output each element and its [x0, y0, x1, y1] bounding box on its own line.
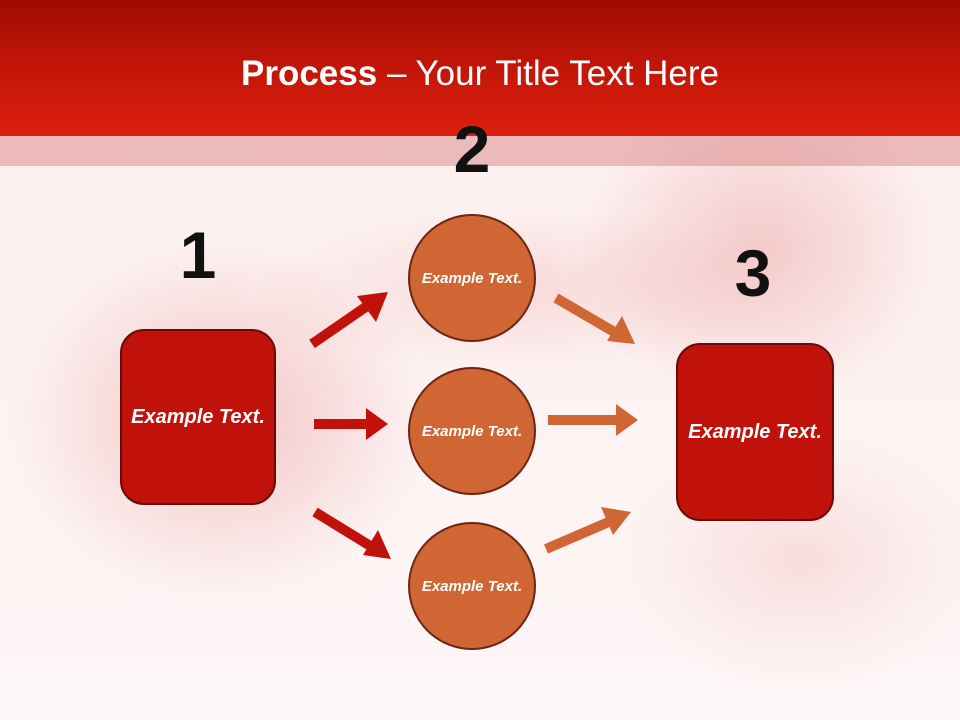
- slide-title: Process – Your Title Text Here: [0, 52, 960, 96]
- title-rest: – Your Title Text Here: [377, 54, 719, 93]
- step-2-circle-top: Example Text.: [408, 214, 536, 342]
- step-number-1: 1: [179, 218, 217, 292]
- circle-middle-text: Example Text.: [421, 422, 523, 440]
- step-1-box: Example Text.: [120, 329, 276, 505]
- title-bar-band: [0, 136, 960, 166]
- arrow-box1-to-circle-bottom: [312, 507, 391, 559]
- arrow-circle-middle-to-box3: [548, 404, 638, 436]
- step-1-box-text: Example Text.: [131, 405, 265, 428]
- arrow-circle-top-to-box3: [553, 293, 635, 344]
- step-2-circle-middle: Example Text.: [408, 367, 536, 495]
- step-number-3: 3: [734, 236, 772, 310]
- step-3-box-text: Example Text.: [688, 420, 822, 443]
- step-2-circle-bottom: Example Text.: [408, 522, 536, 650]
- circle-top-text: Example Text.: [421, 269, 523, 287]
- step-number-2: 2: [453, 112, 491, 186]
- circle-bottom-text: Example Text.: [421, 577, 523, 595]
- arrow-box1-to-circle-top: [309, 292, 388, 349]
- title-bar: [0, 0, 960, 136]
- arrow-circle-bottom-to-box3: [544, 507, 631, 554]
- step-3-box: Example Text.: [676, 343, 834, 521]
- title-bold: Process: [241, 54, 378, 93]
- arrow-box1-to-circle-middle: [314, 408, 388, 440]
